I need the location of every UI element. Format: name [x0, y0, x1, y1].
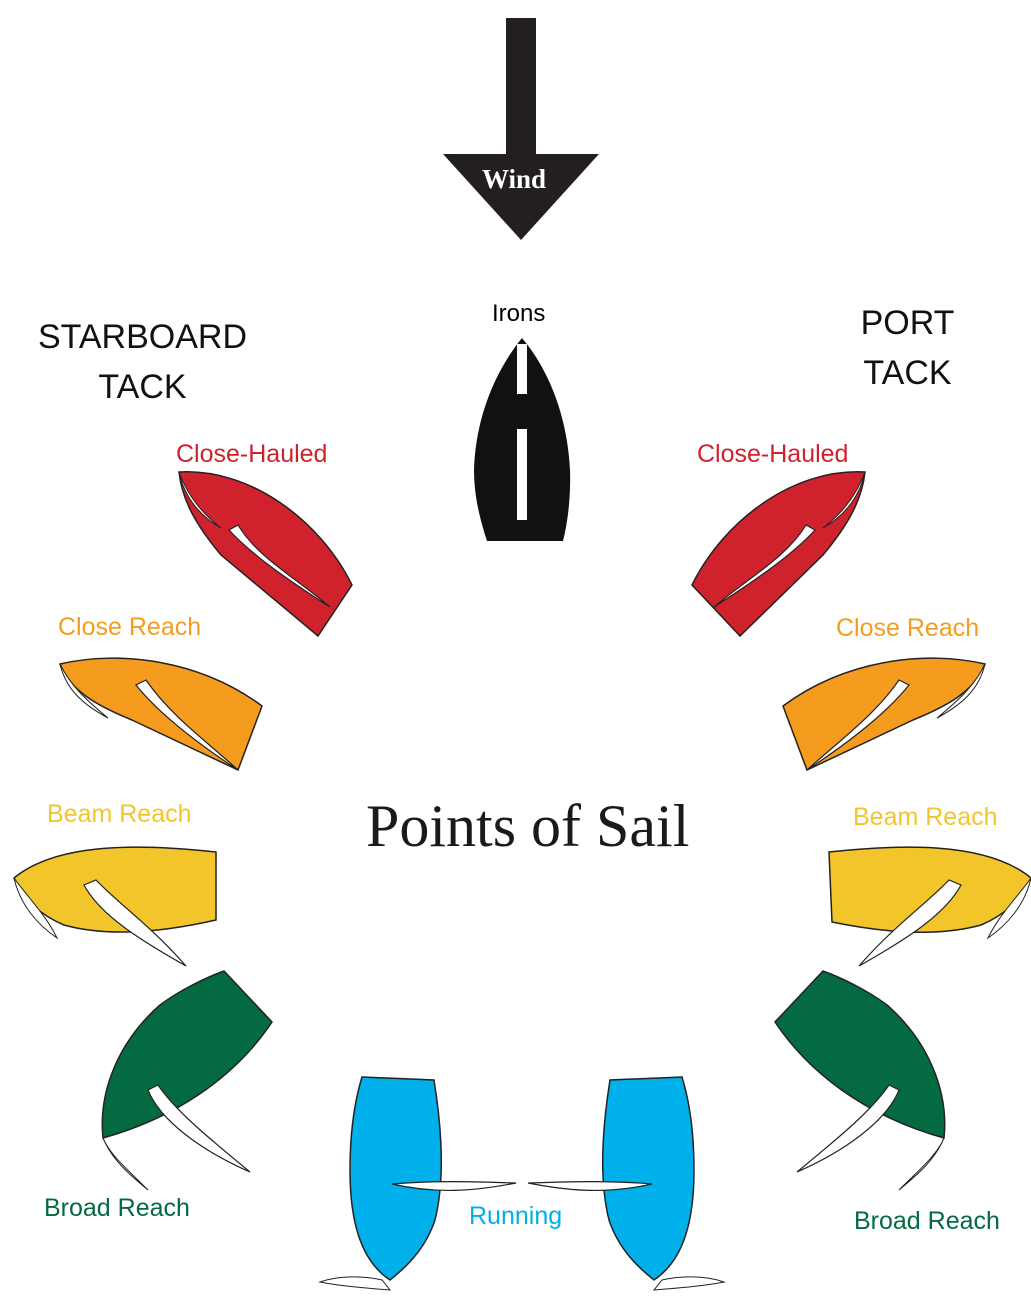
hull — [58, 657, 263, 772]
jib-sail — [13, 877, 59, 940]
jib-sail — [822, 471, 866, 529]
hull — [101, 970, 273, 1139]
hull — [828, 846, 1031, 933]
main-sail — [83, 879, 187, 967]
running-label: Running — [469, 1202, 563, 1230]
port-beam-reach-boat — [828, 846, 1031, 967]
starboard-tack-label: STARBOARD TACK — [30, 312, 255, 412]
starboard-close-reach-boat — [58, 657, 263, 772]
wind-arrow — [443, 18, 599, 240]
hull — [782, 657, 987, 772]
jib-sail — [102, 1137, 149, 1191]
running-left-boat — [318, 1076, 517, 1291]
irons-sail-front — [517, 344, 527, 394]
starboard-tack-line2: TACK — [98, 368, 187, 406]
starboard-broad-reach-boat — [101, 970, 273, 1191]
port-beam-reach-label: Beam Reach — [853, 803, 998, 831]
hull — [774, 970, 946, 1139]
jib-sail — [936, 663, 986, 719]
port-close-reach-boat — [782, 657, 987, 772]
main-sail — [796, 1084, 900, 1173]
hull — [349, 1076, 443, 1281]
starboard-close-hauled-boat — [178, 471, 353, 638]
hull — [691, 471, 866, 638]
running-right-boat — [527, 1076, 726, 1291]
port-tack-line2: TACK — [863, 354, 952, 392]
port-tack-line1: PORT — [860, 304, 955, 342]
hull — [13, 846, 217, 933]
starboard-beam-reach-label: Beam Reach — [47, 800, 192, 828]
jib-sail — [652, 1276, 726, 1291]
main-sail — [713, 524, 816, 608]
port-close-hauled-label: Close-Hauled — [697, 440, 849, 468]
jib-sail — [898, 1137, 945, 1191]
main-sail — [391, 1181, 517, 1192]
hull — [601, 1076, 695, 1281]
port-broad-reach-boat — [774, 970, 946, 1191]
irons-label: Irons — [492, 300, 546, 327]
diagram-title: Points of Sail — [366, 793, 690, 859]
port-tack-label: PORT TACK — [845, 298, 970, 398]
starboard-tack-line1: STARBOARD — [37, 318, 248, 356]
irons-boat — [474, 338, 571, 541]
main-sail — [527, 1181, 653, 1192]
hull — [178, 471, 353, 638]
starboard-beam-reach-boat — [13, 846, 217, 967]
wind-label: Wind — [482, 164, 547, 194]
jib-sail — [986, 877, 1031, 940]
main-sail — [858, 879, 962, 967]
main-sail — [806, 679, 910, 771]
main-sail — [147, 1084, 251, 1173]
starboard-broad-reach-label: Broad Reach — [44, 1194, 190, 1222]
starboard-close-hauled-label: Close-Hauled — [176, 440, 328, 468]
port-close-reach-label: Close Reach — [836, 614, 980, 642]
port-broad-reach-label: Broad Reach — [854, 1207, 1000, 1235]
jib-sail — [59, 663, 109, 719]
main-sail — [228, 524, 331, 608]
port-close-hauled-boat — [691, 471, 866, 638]
irons-sail-back — [517, 429, 527, 520]
jib-sail — [318, 1276, 392, 1291]
starboard-close-reach-label: Close Reach — [58, 613, 202, 641]
main-sail — [135, 679, 239, 771]
jib-sail — [178, 471, 222, 529]
